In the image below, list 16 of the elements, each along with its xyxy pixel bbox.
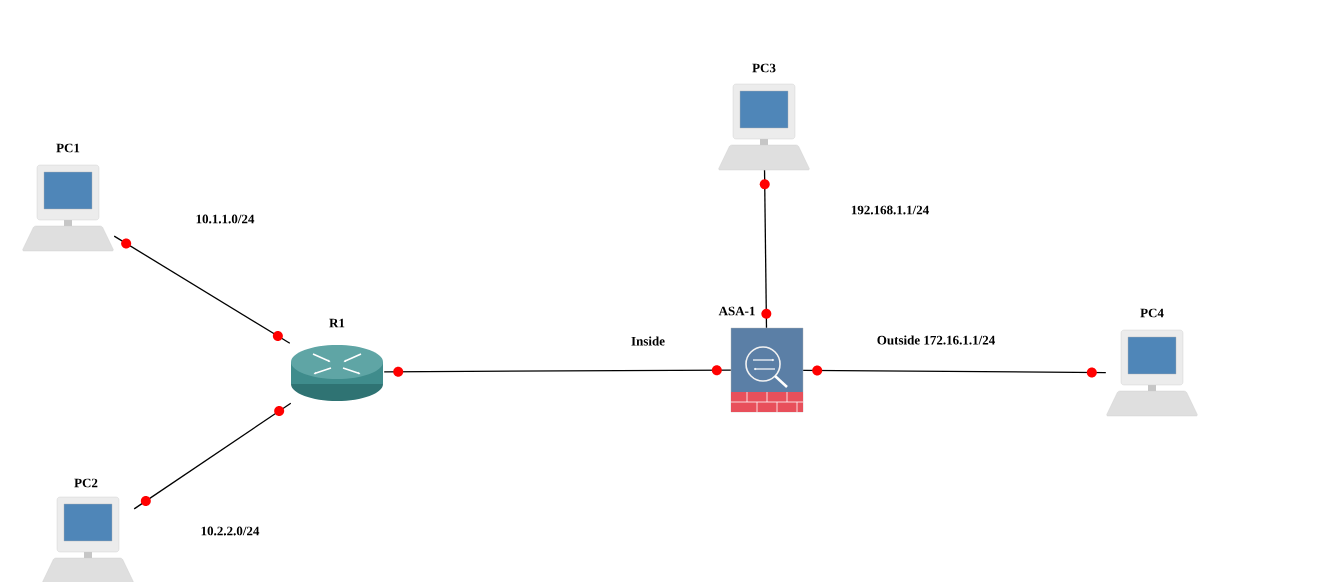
link-line [383,369,732,373]
device-name: PC3 [752,63,776,73]
link-line [763,169,768,329]
interface-label: Outside 172.16.1.1/24 [877,335,995,345]
subnet-label: 192.168.1.1/24 [851,205,929,215]
device-name: ASA-1 [718,306,755,316]
link-line [133,402,292,510]
subnet-label: 10.2.2.0/24 [201,526,260,536]
interface-label: Inside [631,336,665,346]
device-name: PC4 [1140,308,1164,318]
device-name: R1 [329,318,345,328]
device-name: PC2 [74,478,98,488]
link-line [802,369,1107,374]
subnet-label: 10.1.1.0/24 [196,214,255,224]
device-name: PC1 [56,143,80,153]
link-line [113,235,291,344]
